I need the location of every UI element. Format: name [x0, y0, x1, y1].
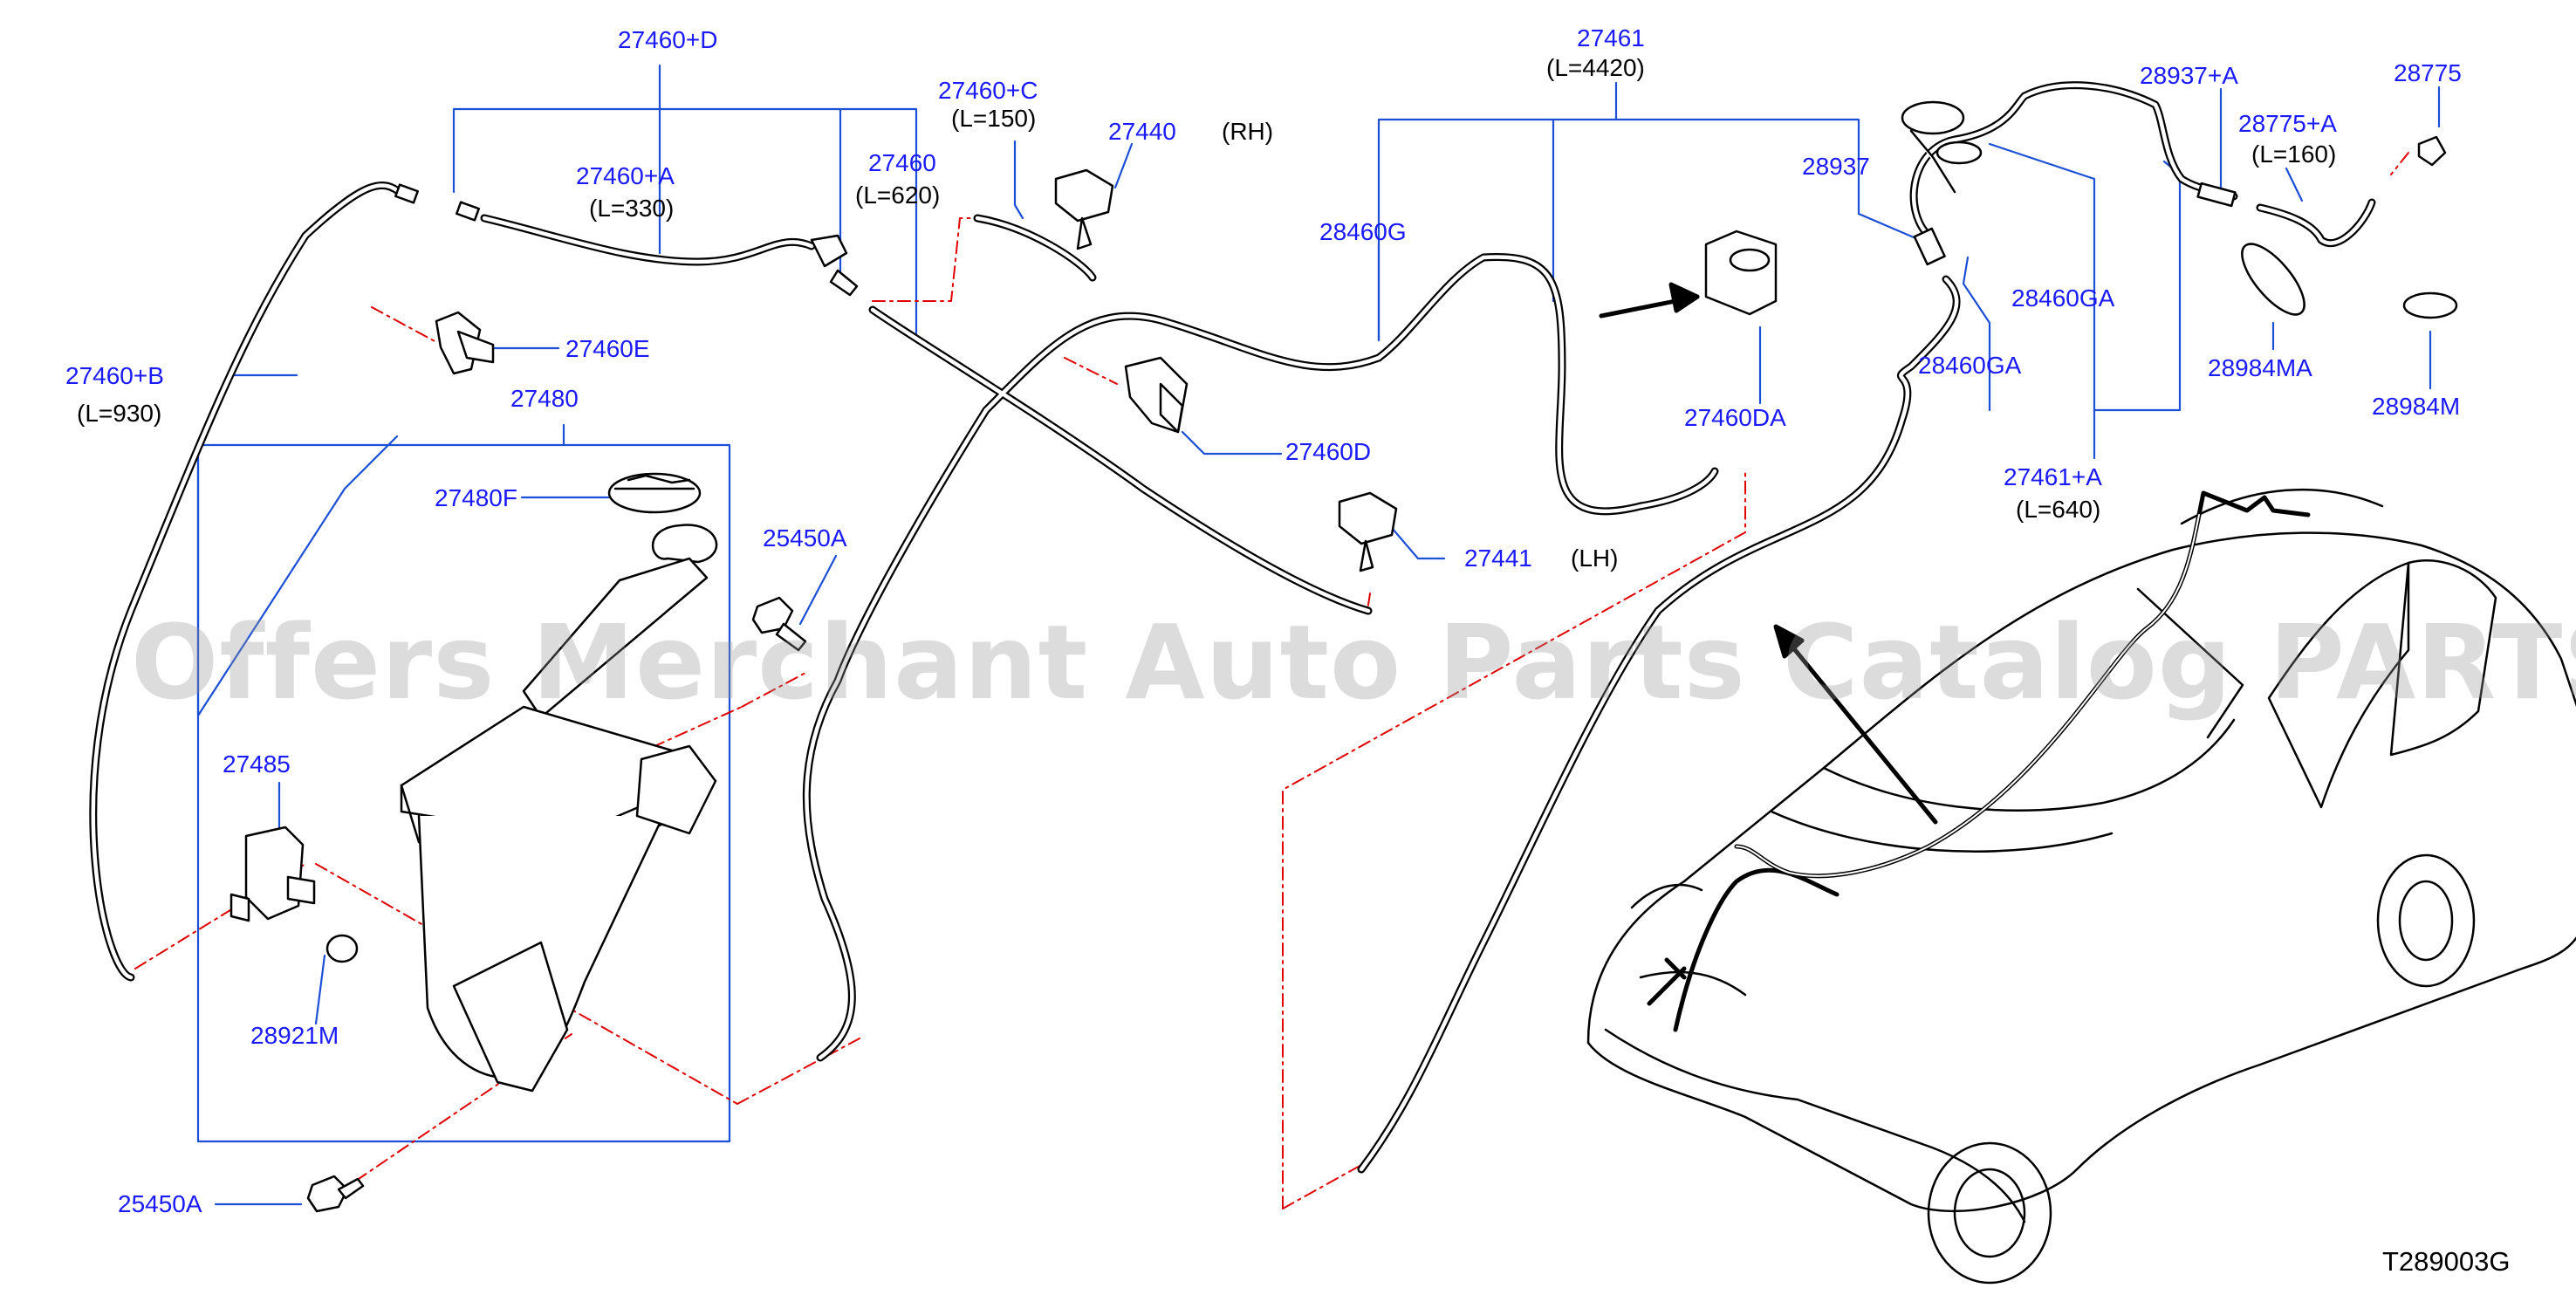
part-length-27460: (L=620): [855, 182, 941, 209]
watermark-text: Offers Merchant Auto Parts Catalog PARTS…: [131, 602, 2576, 723]
part-label-25450a-top[interactable]: 25450A: [763, 524, 847, 552]
part-label-28937[interactable]: 28937: [1802, 153, 1870, 180]
part-label-27461-a[interactable]: 27461+A: [2004, 463, 2102, 490]
part-label-27460e[interactable]: 27460E: [565, 335, 650, 362]
part-label-28984ma[interactable]: 28984MA: [2208, 354, 2312, 381]
part-label-25450a-bottom[interactable]: 25450A: [118, 1190, 202, 1217]
part-label-28775[interactable]: 28775: [2394, 59, 2462, 86]
part-label-28984m[interactable]: 28984M: [2372, 393, 2461, 420]
part-label-28460g[interactable]: 28460G: [1319, 218, 1407, 245]
part-label-27460-c[interactable]: 27460+C: [938, 77, 1038, 104]
part-label-27460-d-top[interactable]: 27460+D: [618, 26, 718, 53]
part-label-27480[interactable]: 27480: [510, 385, 579, 412]
part-label-28460ga-lower[interactable]: 28460GA: [1918, 352, 2022, 379]
part-label-27441[interactable]: 27441: [1464, 545, 1532, 572]
part-label-28937-a[interactable]: 28937+A: [2140, 62, 2238, 89]
part-label-28921m[interactable]: 28921M: [250, 1022, 339, 1049]
rh-side-note: (RH): [1222, 118, 1274, 145]
part-label-27485[interactable]: 27485: [223, 750, 291, 778]
part-length-27460-c: (L=150): [951, 105, 1037, 132]
car-outline: [1586, 488, 2576, 1285]
part-label-27480f[interactable]: 27480F: [435, 484, 517, 511]
part-label-27461[interactable]: 27461: [1577, 24, 1645, 51]
part-label-27440[interactable]: 27440: [1108, 118, 1176, 145]
part-label-28775-a[interactable]: 28775+A: [2238, 110, 2337, 137]
part-label-27460da[interactable]: 27460DA: [1684, 404, 1786, 431]
part-label-27460-a[interactable]: 27460+A: [576, 162, 675, 189]
drawing-code: T289003G: [2382, 1246, 2511, 1277]
lh-side-note: (LH): [1571, 545, 1619, 572]
part-length-27460-b: (L=930): [77, 400, 162, 427]
part-label-27460[interactable]: 27460: [868, 149, 936, 176]
part-label-28460ga-upper[interactable]: 28460GA: [2011, 284, 2115, 312]
phantom-lines: [134, 152, 2409, 1209]
part-label-27460d[interactable]: 27460D: [1285, 438, 1372, 465]
part-length-27461-a: (L=640): [2016, 496, 2101, 523]
part-label-27460-b[interactable]: 27460+B: [65, 362, 164, 389]
part-length-28775-a: (L=160): [2251, 140, 2337, 168]
part-length-27461: (L=4420): [1546, 54, 1645, 81]
part-length-27460-a: (L=330): [589, 195, 675, 222]
